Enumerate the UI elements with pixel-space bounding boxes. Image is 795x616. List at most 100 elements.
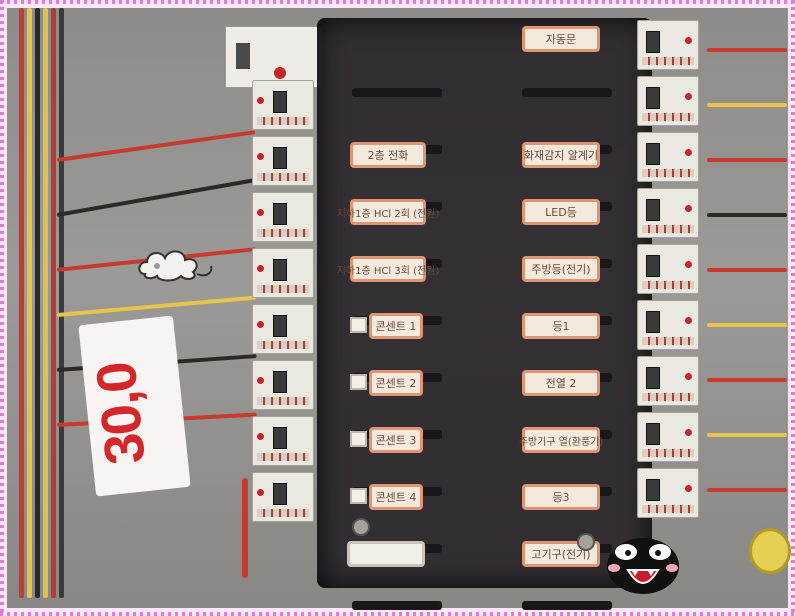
breaker-rating-strip — [257, 509, 309, 517]
wire — [707, 48, 787, 52]
circuit-label: 콘센트 2 — [369, 370, 423, 396]
breaker-rating-strip — [642, 281, 694, 289]
breaker-toggle — [273, 147, 287, 169]
blank-slot-cover — [350, 488, 367, 504]
breaker-rating-strip — [257, 285, 309, 293]
breaker-rating-strip — [642, 57, 694, 65]
breaker-toggle — [646, 479, 660, 501]
main-breaker — [225, 26, 323, 88]
blank-slot-cover — [350, 317, 367, 333]
test-button — [685, 205, 692, 212]
breaker-rating-strip — [257, 341, 309, 349]
breaker-toggle — [646, 311, 660, 333]
wire — [707, 158, 787, 162]
breaker-rating-strip — [257, 117, 309, 125]
circuit-label: 등1 — [522, 313, 600, 339]
circuit-breaker — [637, 188, 699, 238]
breaker-toggle — [646, 31, 660, 53]
test-button — [257, 153, 264, 160]
breaker-rating-strip — [642, 505, 694, 513]
breaker-rating-strip — [642, 113, 694, 121]
wire — [707, 488, 787, 492]
breaker-toggle — [273, 483, 287, 505]
circuit-breaker — [252, 192, 314, 242]
wire-bundle — [51, 8, 56, 598]
wire-bundle — [59, 8, 64, 598]
breaker-slot — [522, 88, 612, 97]
circuit-breaker — [637, 300, 699, 350]
circuit-breaker — [637, 76, 699, 126]
wire — [707, 433, 787, 437]
breaker-rating-strip — [257, 453, 309, 461]
wire-bundle — [43, 8, 48, 598]
wire — [56, 178, 255, 217]
test-button — [257, 377, 264, 384]
circuit-breaker — [637, 356, 699, 406]
test-button — [685, 373, 692, 380]
circuit-breaker — [637, 132, 699, 182]
breaker-toggle — [273, 203, 287, 225]
breaker-toggle — [646, 87, 660, 109]
test-button — [257, 489, 264, 496]
test-button — [257, 321, 264, 328]
breaker-slot — [522, 601, 612, 610]
circuit-label: 콘센트 4 — [369, 484, 423, 510]
wire — [707, 323, 787, 327]
wire — [707, 378, 787, 382]
breaker-toggle — [646, 423, 660, 445]
wire-bundle — [27, 8, 32, 598]
circuit-breaker — [637, 412, 699, 462]
test-button — [257, 209, 264, 216]
wire — [242, 478, 248, 578]
wire — [707, 103, 787, 107]
breaker-rating-strip — [642, 393, 694, 401]
breaker-slot — [352, 88, 442, 97]
test-button — [685, 149, 692, 156]
test-button — [257, 433, 264, 440]
circuit-label: 주방기구 열(환풍기) — [519, 427, 603, 453]
breaker-rating-strip — [642, 225, 694, 233]
test-button — [685, 37, 692, 44]
tape-roll — [749, 528, 791, 574]
circuit-label: 등3 — [522, 484, 600, 510]
breaker-toggle — [236, 43, 250, 69]
breaker-toggle — [273, 427, 287, 449]
circuit-label: 주방등(전기) — [522, 256, 600, 282]
wire — [56, 295, 257, 317]
circuit-label — [347, 541, 425, 567]
test-button — [274, 67, 286, 79]
breaker-toggle — [273, 259, 287, 281]
wire — [707, 213, 787, 217]
test-button — [685, 261, 692, 268]
sticker-text: 30,0 — [83, 360, 157, 468]
circuit-label: 화재감지 알계기 — [522, 142, 600, 168]
circuit-breaker — [252, 472, 314, 522]
circuit-breaker — [252, 360, 314, 410]
breaker-rating-strip — [642, 337, 694, 345]
test-button — [685, 317, 692, 324]
circuit-label: 자동문 — [522, 26, 600, 52]
wire-bundle — [19, 8, 24, 598]
circuit-label: 콘센트 1 — [369, 313, 423, 339]
circuit-breaker — [637, 20, 699, 70]
shocked-face-icon — [607, 538, 679, 594]
circuit-breaker — [252, 304, 314, 354]
circuit-breaker — [252, 416, 314, 466]
cover-screw — [352, 518, 370, 536]
circuit-label: 지하1층 HCl 2회 (전원) — [337, 199, 439, 225]
wire — [56, 130, 256, 162]
breaker-rating-strip — [642, 449, 694, 457]
number-sticker: 30,0 — [78, 315, 191, 497]
circuit-breaker — [252, 80, 314, 130]
test-button — [257, 97, 264, 104]
breaker-rating-strip — [642, 169, 694, 177]
breaker-rating-strip — [257, 229, 309, 237]
breaker-rating-strip — [257, 397, 309, 405]
blank-slot-cover — [350, 431, 367, 447]
breaker-rating-strip — [257, 173, 309, 181]
circuit-breaker — [252, 136, 314, 186]
circuit-label: 콘센트 3 — [369, 427, 423, 453]
panel-cover — [317, 18, 652, 588]
